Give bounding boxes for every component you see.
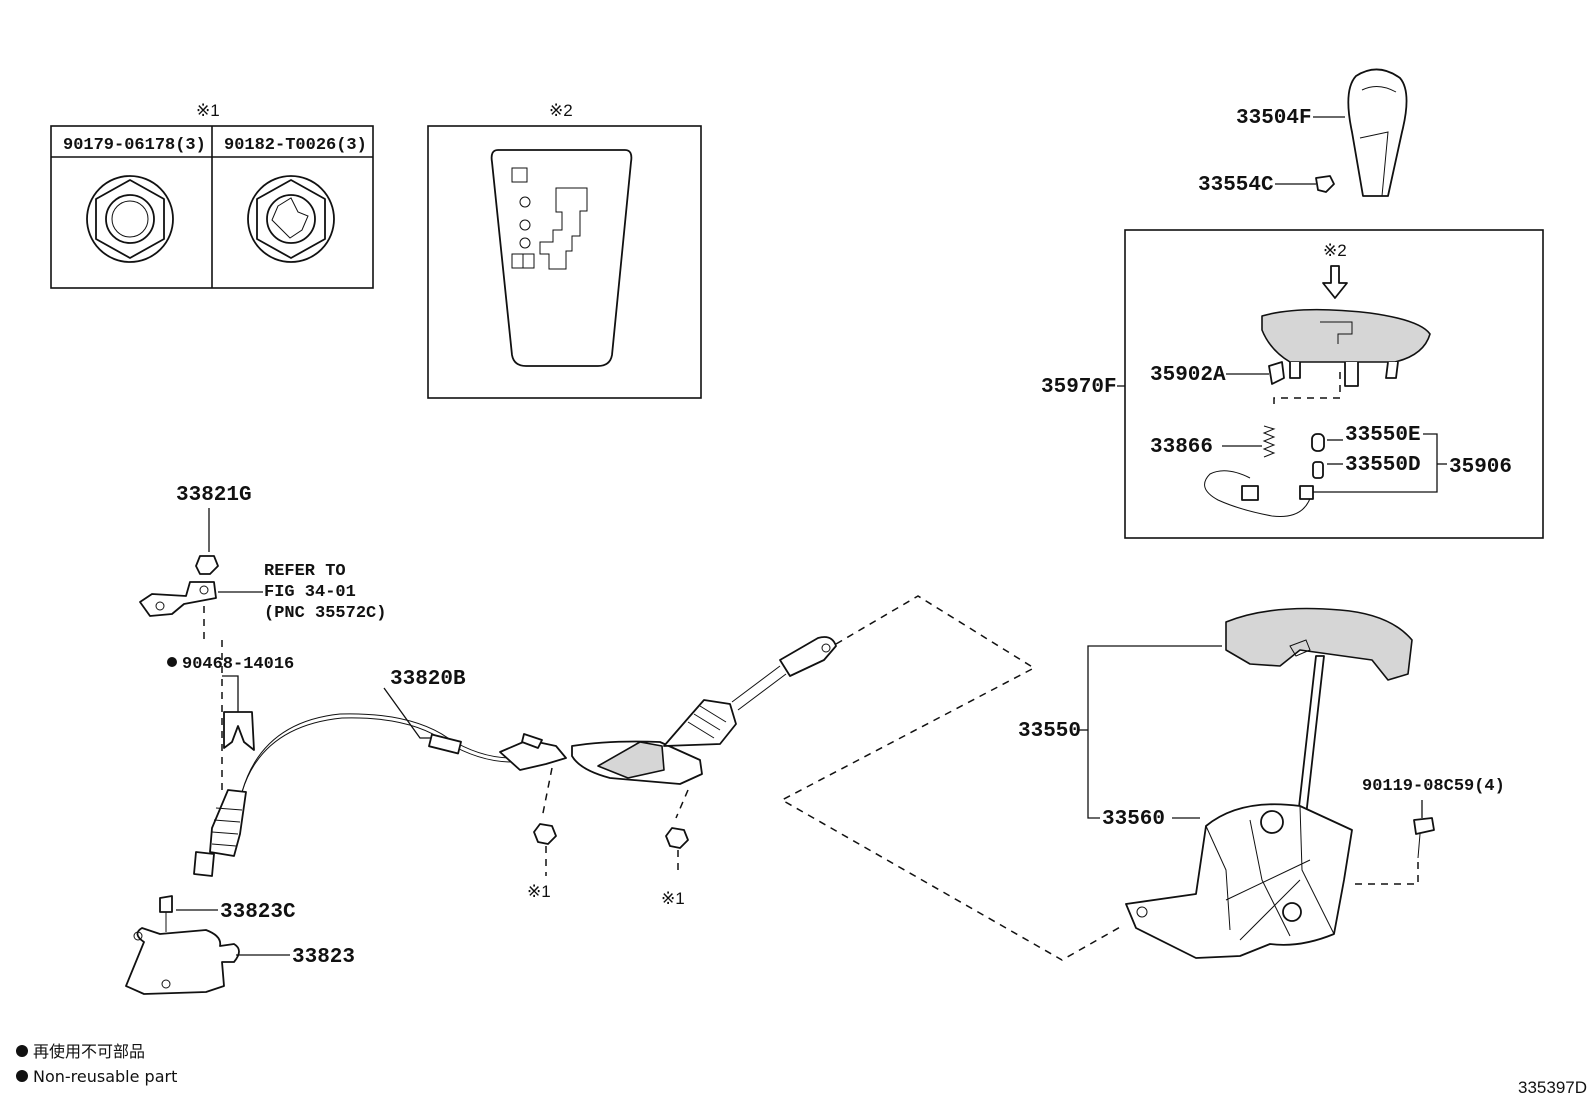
inset2-symbol: ※2: [549, 101, 573, 120]
bracket-label: 33823: [292, 946, 355, 969]
legend: 再使用不可部品 Non-reusable part: [16, 1042, 177, 1086]
legend-english: Non-reusable part: [33, 1067, 177, 1086]
lock-nut-icon: [247, 175, 335, 263]
hex-nut-icon: [86, 175, 174, 263]
arrow-down-icon: [1322, 265, 1348, 299]
bracket-bolt: [159, 895, 173, 913]
shift-lever-group: 33550 33560 90119-08C59(4): [1018, 607, 1505, 959]
indicator-assy-label: 35970F: [1041, 376, 1117, 399]
bracket-bolt-label: 33823C: [220, 901, 296, 924]
nut-left-symbol: ※1: [527, 882, 551, 901]
inset-indicator-plate: ※2: [427, 101, 702, 399]
spring: [1262, 425, 1276, 458]
spring-label: 33866: [1150, 436, 1213, 459]
cable-label: 33820B: [390, 668, 466, 691]
indicator-assy-frame: [1124, 229, 1544, 539]
small-clip: [1268, 361, 1285, 385]
bracket-nut-label: 33821G: [176, 484, 252, 507]
bulb-d-label: 33550D: [1345, 454, 1421, 477]
shift-cable: [241, 717, 513, 793]
lever-assy-label: 33560: [1102, 808, 1165, 831]
shift-knob-group: 33504F 33554C: [1198, 68, 1408, 197]
bulb-d: [1312, 461, 1324, 479]
lever-bolt: [1413, 817, 1435, 835]
retainer-clip: [223, 711, 255, 751]
housing-assy-label: 33550: [1018, 720, 1081, 743]
cable-boot-right: [663, 699, 737, 747]
shift-knob: [1347, 68, 1408, 197]
inset1-symbol: ※1: [196, 101, 220, 120]
upper-bracket-group: 33821G REFER TO FIG 34-01 (PNC 35572C): [139, 484, 386, 640]
knob-label: 33504F: [1236, 107, 1312, 130]
diagram-code: 335397D: [1518, 1078, 1587, 1097]
wire-label: 35906: [1449, 456, 1512, 479]
indicator-plate: [490, 149, 633, 367]
bulb-e: [1311, 433, 1325, 452]
upper-bracket: [139, 581, 217, 617]
retainer-group: 90468-14016: [167, 640, 294, 790]
cable-boot-left: [209, 789, 247, 857]
bracket-nut: [195, 555, 219, 575]
inset2-frame: [427, 125, 702, 399]
refer-line-1: REFER TO: [264, 562, 346, 581]
bulb-e-label: 33550E: [1345, 424, 1421, 447]
refer-line-3: (PNC 35572C): [264, 604, 386, 623]
indicator-box-symbol: ※2: [1323, 241, 1347, 260]
lower-bracket: [125, 927, 240, 995]
cable-end-rod: [779, 636, 837, 677]
lever-rod: [1297, 655, 1325, 817]
retainer-label: 90468-14016: [182, 655, 294, 674]
non-reusable-dot-icon: [167, 657, 177, 667]
indicator-assembly-box: ※2 35970F 35902A 33866 33550E 33550D 359…: [1041, 229, 1544, 539]
assembly-route-dashes: [780, 595, 1123, 961]
flange-nut-right: [665, 827, 689, 849]
inset-nuts: ※1 90179-06178(3) 90182-T0026(3): [50, 101, 374, 289]
legend-dot-icon-2: [16, 1070, 28, 1082]
lower-bracket-group: 33823C 33823: [125, 895, 355, 995]
nut-right-symbol: ※1: [661, 889, 685, 908]
refer-line-2: FIG 34-01: [264, 583, 356, 602]
knob-clip-label: 33554C: [1198, 174, 1274, 197]
shift-housing: [1225, 607, 1413, 681]
flange-nut-left: [533, 823, 557, 845]
cable-group: 33820B ※1 ※1: [193, 636, 837, 908]
bolt-label: 90119-08C59(4): [1362, 777, 1505, 796]
inset1-left-part-number: 90179-06178(3): [63, 136, 206, 155]
legend-japanese: 再使用不可部品: [33, 1042, 145, 1061]
knob-clip: [1315, 175, 1335, 193]
wire-harness: [1204, 470, 1313, 517]
legend-dot-icon: [16, 1045, 28, 1057]
indicator-housing: [1261, 308, 1431, 363]
inset1-right-part-number: 90182-T0026(3): [224, 136, 367, 155]
clip-label: 35902A: [1150, 364, 1226, 387]
